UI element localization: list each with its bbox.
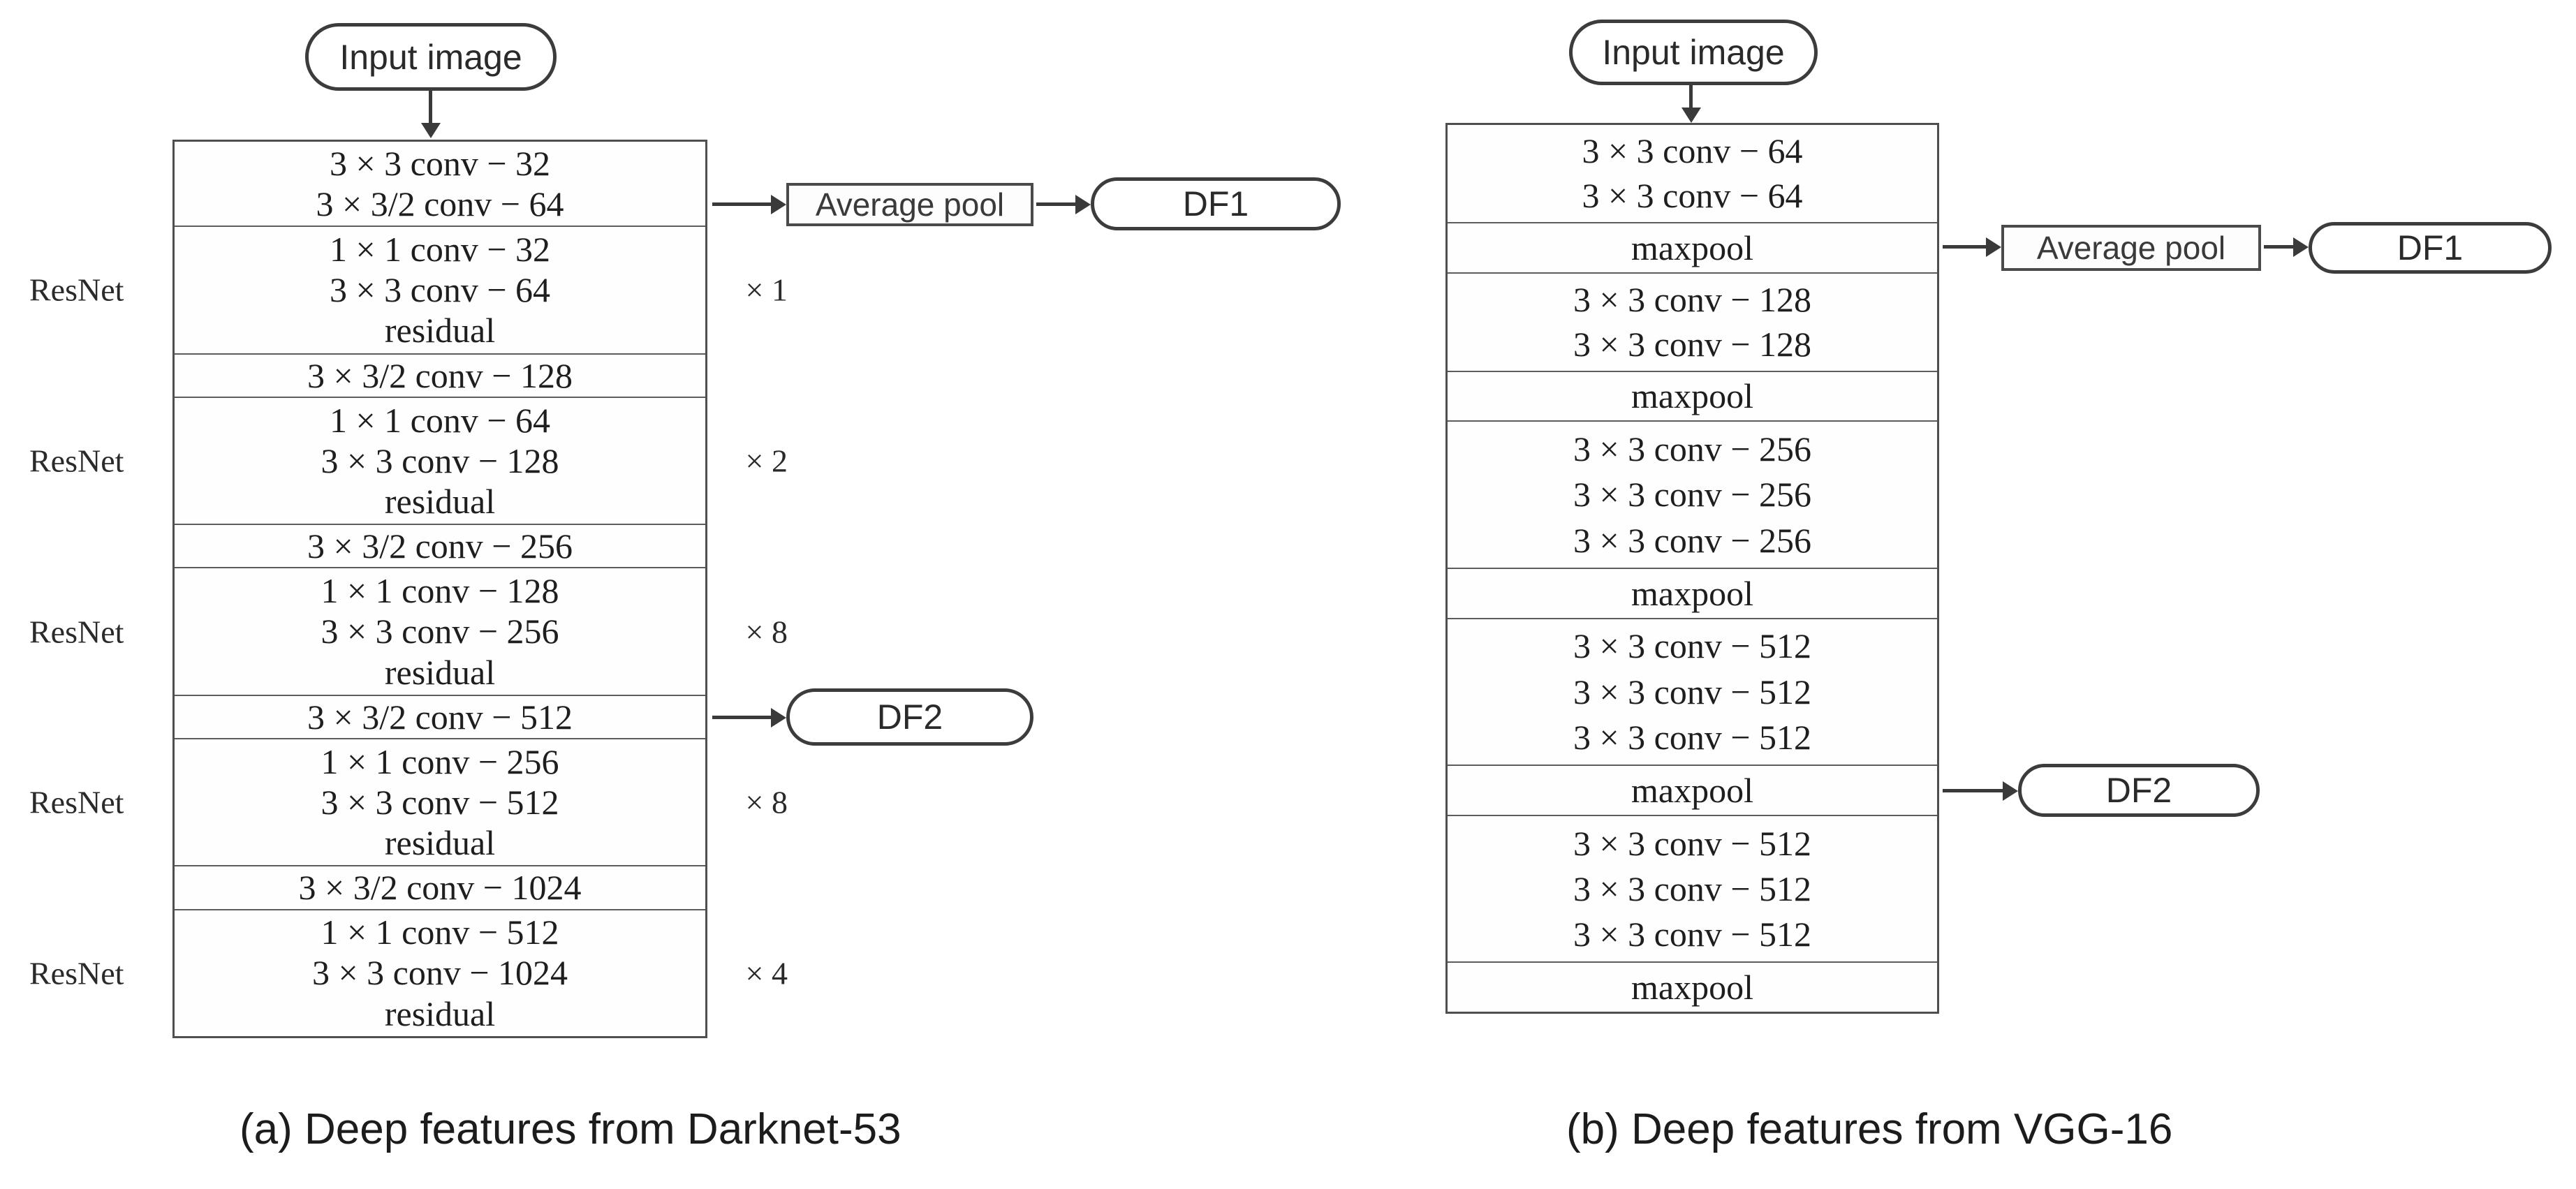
layer-label: 1 × 1 conv − 256 (321, 741, 559, 781)
input-image-node: Input image (1569, 20, 1818, 85)
layer-row: 3 × 3/2 conv − 256 (175, 525, 705, 569)
repeat-multiplier-label: × 8 (745, 784, 788, 820)
repeat-multiplier-label: × 1 (745, 272, 788, 308)
layer-row: 3 × 3 conv − 512 3 × 3 conv − 512 3 × 3 co… (1448, 619, 1937, 767)
layer-label: 3 × 3 conv − 128 (1573, 324, 1812, 364)
df2-node: DF2 (2018, 764, 2260, 817)
resnet-side-label: ResNet (29, 614, 124, 650)
layer-label: 3 × 3 conv − 256 (1573, 475, 1812, 515)
df1-node: DF1 (2309, 222, 2552, 274)
input-down-arrow (429, 91, 432, 124)
input-down-arrow (1689, 85, 1693, 109)
layer-label: 3 × 3 conv − 512 (1573, 626, 1812, 666)
layer-row: maxpool (1448, 569, 1937, 619)
layer-row: 3 × 3 conv − 256 3 × 3 conv − 256 3 × 3 co… (1448, 422, 1937, 570)
layer-label: maxpool (1631, 228, 1753, 267)
caption-vgg: (b) Deep features from VGG-16 (1566, 1105, 2173, 1153)
layer-label: 3 × 3 conv − 256 (321, 612, 559, 651)
repeat-multiplier-label: × 8 (745, 614, 788, 650)
resnet-side-label: ResNet (29, 443, 124, 479)
layer-row: 3 × 3/2 conv − 1024 (175, 866, 705, 910)
resnet-side-label: ResNet (29, 784, 124, 820)
layer-label: 3 × 3 conv − 64 (329, 270, 551, 310)
layer-label: maxpool (1631, 573, 1753, 613)
layer-row: 3 × 3/2 conv − 128 (175, 355, 705, 398)
input-image-node: Input image (305, 23, 557, 91)
layer-label: maxpool (1631, 376, 1753, 416)
layer-label: residual (384, 311, 496, 350)
layer-label: 3 × 3 conv − 512 (1573, 869, 1812, 908)
layer-row: maxpool (1448, 223, 1937, 274)
layer-label: 3 × 3 conv − 256 (1573, 429, 1812, 469)
layer-label: 1 × 1 conv − 512 (321, 913, 559, 952)
layer-label: 3 × 3 conv − 512 (1573, 672, 1812, 711)
df1-node: DF1 (1091, 177, 1341, 230)
layer-label: 3 × 3 conv − 512 (1573, 915, 1812, 954)
average-pool-node: Average pool (786, 183, 1033, 226)
arrow-to-df1 (1036, 202, 1075, 206)
average-pool-label: Average pool (2036, 230, 2226, 266)
layer-label: 3 × 3/2 conv − 512 (307, 697, 573, 737)
layer-label: 3 × 3 conv − 512 (1573, 717, 1812, 757)
layer-row: maxpool (1448, 372, 1937, 422)
df1-label: DF1 (1182, 184, 1249, 223)
layer-label: 3 × 3 conv − 128 (321, 441, 559, 480)
resnet-side-label: ResNet (29, 955, 124, 991)
layer-label: residual (384, 823, 496, 863)
layer-row: maxpool (1448, 766, 1937, 816)
layer-label: 3 × 3/2 conv − 64 (316, 184, 564, 223)
layer-label: residual (384, 994, 496, 1033)
input-image-label: Input image (339, 37, 522, 77)
layer-label: 1 × 1 conv − 64 (329, 400, 551, 440)
layer-label: 3 × 3 conv − 256 (1573, 520, 1812, 560)
layer-label: 1 × 1 conv − 32 (329, 230, 551, 269)
input-image-label: Input image (1602, 33, 1785, 72)
layer-row: 3 × 3 conv − 512 3 × 3 conv − 512 3 × 3 co… (1448, 816, 1937, 963)
layer-label: 3 × 3 conv − 128 (1573, 280, 1812, 320)
layer-row: 3 × 3 conv − 64 3 × 3 conv − 64 (1448, 125, 1937, 224)
average-pool-label: Average pool (815, 186, 1005, 223)
arrow-to-average-pool (1943, 245, 1986, 249)
df2-node: DF2 (786, 688, 1033, 746)
repeat-multiplier-label: × 2 (745, 443, 788, 479)
caption-darknet: (a) Deep features from Darknet-53 (240, 1105, 901, 1153)
layer-label: 1 × 1 conv − 128 (321, 571, 559, 611)
layer-label: 3 × 3 conv − 512 (321, 782, 559, 822)
layer-label: residual (384, 652, 496, 692)
arrow-to-df2 (712, 716, 771, 719)
layer-row: 3 × 3/2 conv − 512 (175, 696, 705, 739)
layer-label: 3 × 3 conv − 1024 (311, 953, 568, 993)
layer-label: residual (384, 482, 496, 521)
repeat-multiplier-label: × 4 (745, 955, 788, 991)
resnet-side-label: ResNet (29, 272, 124, 308)
layer-label: 3 × 3/2 conv − 128 (307, 355, 573, 395)
df2-label: DF2 (2105, 771, 2172, 810)
layer-row: maxpool (1448, 963, 1937, 1012)
layer-label: maxpool (1631, 968, 1753, 1007)
average-pool-node: Average pool (2001, 225, 2261, 271)
df2-label: DF2 (876, 697, 943, 737)
arrow-to-df1 (2264, 245, 2293, 249)
arrow-to-average-pool (712, 202, 771, 206)
layer-label: maxpool (1631, 770, 1753, 810)
layer-label: 3 × 3/2 conv − 1024 (298, 868, 582, 908)
df1-label: DF1 (2397, 228, 2464, 267)
layer-label: 3 × 3 conv − 64 (1582, 176, 1803, 216)
arrow-to-df2 (1943, 789, 2003, 792)
layer-label: 3 × 3/2 conv − 256 (307, 526, 573, 566)
layer-label: 3 × 3 conv − 64 (1582, 131, 1803, 171)
layer-label: 3 × 3 conv − 32 (329, 144, 551, 184)
layer-label: 3 × 3 conv − 512 (1573, 823, 1812, 863)
